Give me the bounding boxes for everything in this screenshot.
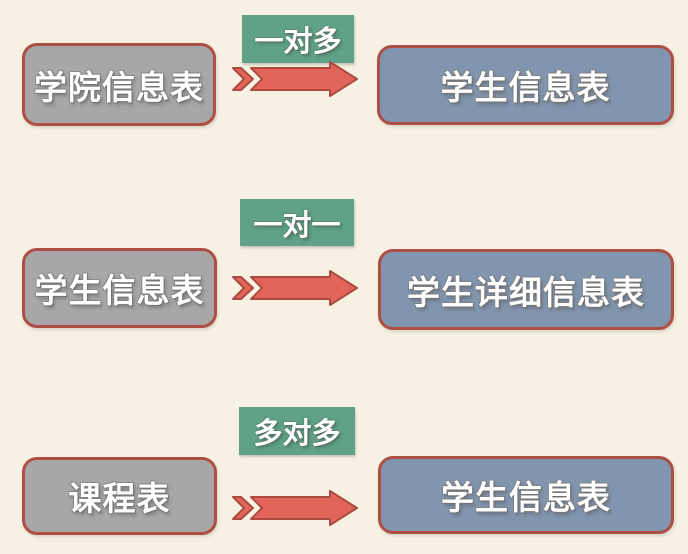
relation-label-one-to-many: 一对多 (242, 15, 354, 63)
target-table-box-student-info: 学生信息表 (378, 456, 674, 534)
source-table-box-student-info: 学生信息表 (22, 248, 217, 328)
right-arrow-icon (230, 59, 360, 99)
right-arrow-icon (230, 488, 360, 528)
right-arrow-icon (230, 268, 360, 308)
target-table-box-student-info: 学生信息表 (377, 45, 674, 125)
relation-label-one-to-one: 一对一 (240, 199, 354, 246)
source-table-box-college-info: 学院信息表 (22, 43, 216, 126)
relation-label-many-to-many: 多对多 (239, 407, 355, 455)
target-table-box-student-detail-info: 学生详细信息表 (378, 249, 674, 330)
source-table-box-course: 课程表 (22, 457, 217, 535)
